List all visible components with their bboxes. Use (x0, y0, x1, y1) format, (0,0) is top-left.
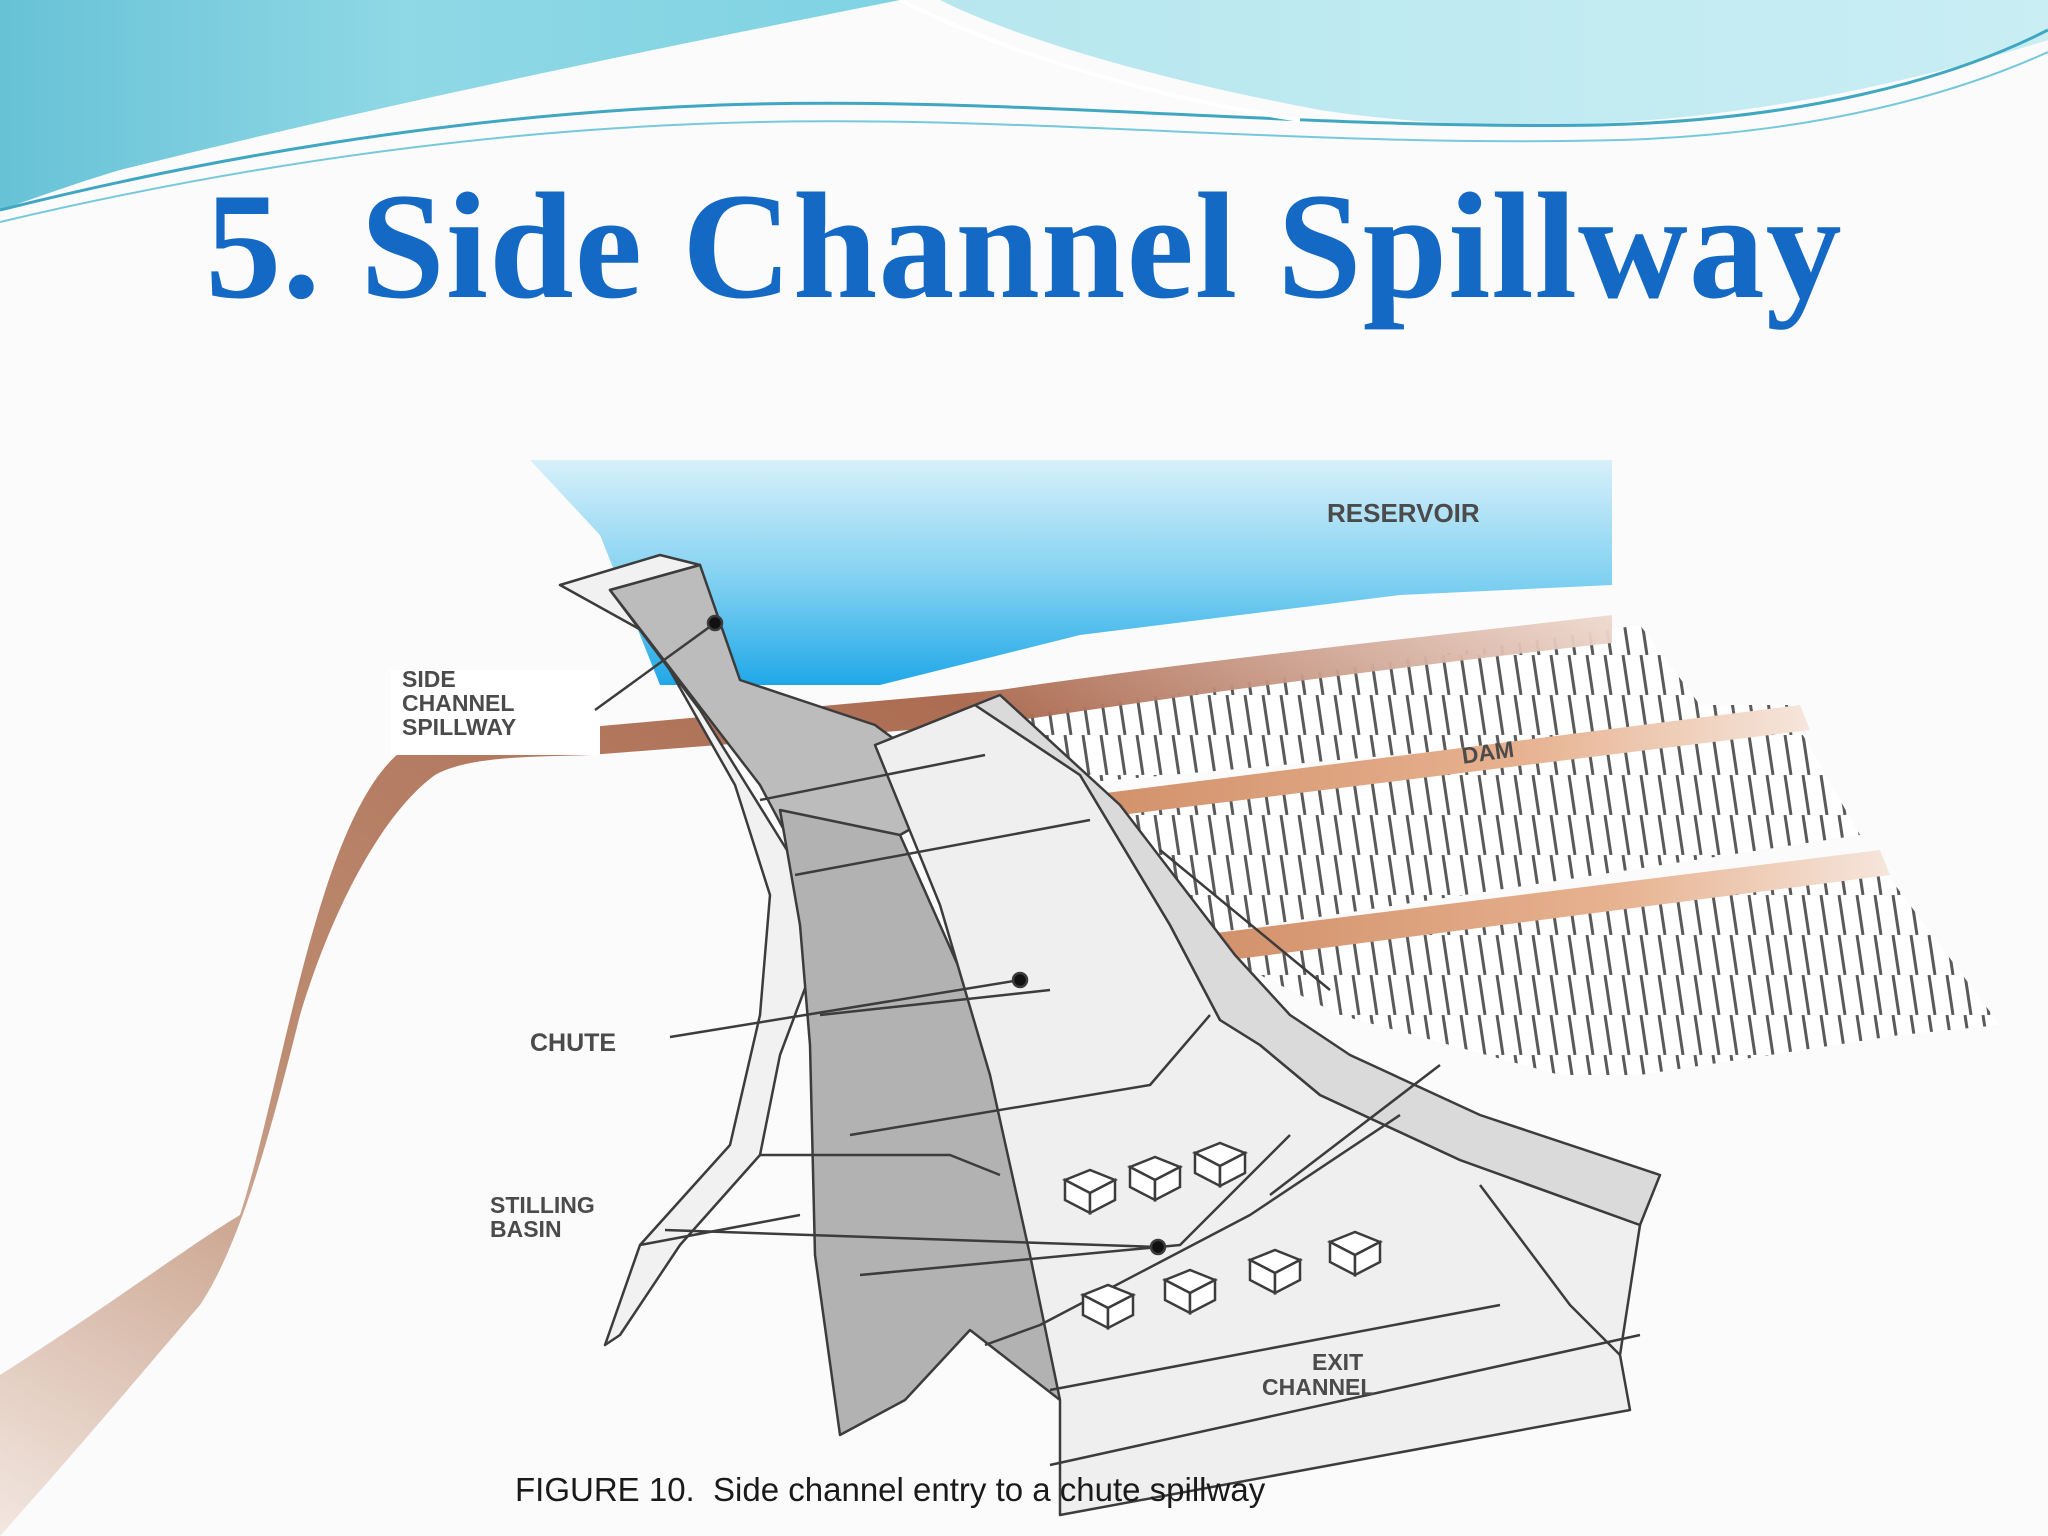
baffle-block (1127, 1155, 1183, 1203)
dam-downstream-face (1230, 865, 2000, 1075)
baffle-block (1062, 1168, 1118, 1216)
baffle-block (1080, 1283, 1136, 1331)
spillway-structure (558, 553, 1662, 1517)
figure-caption: FIGURE 10. Side channel entry to a chute… (515, 1471, 1266, 1508)
baffle-block (1327, 1230, 1383, 1278)
side-label-box (390, 670, 600, 755)
baffle-block (1247, 1248, 1303, 1296)
dam-berm-upper (1090, 705, 1810, 817)
chute-marker (1011, 971, 1029, 989)
header-waves (0, 0, 2048, 223)
leader-lines (594, 614, 1167, 1256)
baffle-block (1162, 1268, 1218, 1316)
stilling-basin-marker (1149, 1238, 1167, 1256)
exit-channel-label-line2: CHANNEL (1262, 1374, 1374, 1400)
side-channel-label-line3: SPILLWAY (402, 714, 516, 740)
stilling-basin-label-line1: STILLING (490, 1192, 595, 1218)
baffle-blocks (1062, 1141, 1383, 1331)
spillway-diagram: RESERVOIR SIDE CHANNEL SPILLWAY DAM CHUT… (0, 460, 2000, 1536)
reservoir-label: RESERVOIR (1327, 498, 1480, 528)
baffle-block (1192, 1141, 1248, 1189)
side-channel-label-line1: SIDE (402, 666, 456, 692)
slide-title: 5. Side Channel Spillway (205, 162, 1843, 330)
reservoir-water (530, 460, 1612, 685)
side-channel-label-line2: CHANNEL (402, 690, 514, 716)
chute-label: CHUTE (530, 1029, 616, 1057)
side-channel-marker (706, 614, 724, 632)
dam-middle-face (1110, 730, 1860, 935)
exit-channel-label-line1: EXIT (1312, 1349, 1363, 1375)
dam-berm-lower (1200, 850, 1890, 960)
stilling-basin-label-line2: BASIN (490, 1216, 562, 1242)
chute-right-wall (973, 693, 1662, 1227)
dam-upstream-face (990, 625, 1790, 790)
